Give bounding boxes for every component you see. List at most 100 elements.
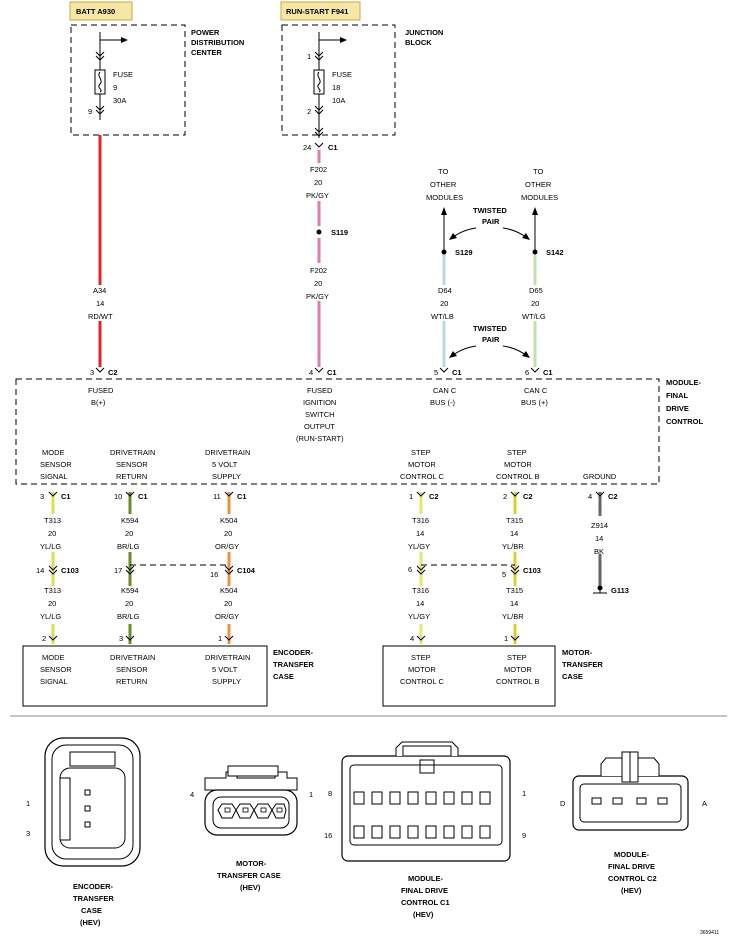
mot-step-c-3: CONTROL C [400,677,444,686]
pdc-title-1: POWER [191,28,220,37]
mot-step-b-1: STEP [507,653,527,662]
lc0-dest-pin: 2 [42,634,46,643]
in-can-minus-1: CAN C [433,386,457,395]
pdc-title-3: CENTER [191,48,222,57]
junction-bus-arrowhead [340,37,347,43]
lc1-lower-1: K594 [121,586,139,595]
lc1-lower-2: 20 [125,599,133,608]
junction-pin-top: 1 [307,52,311,61]
enc-return-2: SENSOR [116,665,148,674]
fuse-18-body [313,69,325,95]
to-other-right-2: OTHER [525,180,552,189]
encoder-title-3: CASE [273,672,294,681]
c2-3-pin: 3 [90,368,94,377]
figure-id: 3659411 [700,930,719,936]
dest-encoder-2 [48,635,58,641]
d65-label-2: 20 [531,299,539,308]
lc4-lower-1: T315 [506,586,523,595]
lc0-upper-bg [37,514,69,552]
lc2-lower-bg [213,586,245,624]
f202-lower-label-bg [303,263,335,301]
junction-chevron-top [314,51,324,61]
c2-3-conn: C2 [108,368,118,377]
fuse-9-label-2: 9 [113,83,117,92]
lc4-upper-2: 14 [510,529,518,538]
s129-up-arrowhead [441,207,447,215]
cv-encoder-title-2: TRANSFER [73,894,114,903]
cv-fdc-c2-pin-d: D [560,799,566,808]
mot-step-b-3: CONTROL B [496,677,539,686]
lc3-upper-bg [405,514,437,552]
in-can-minus-2: BUS (-) [430,398,456,407]
lc2-upper-bg [213,514,245,552]
cv-motor-title-2: TRANSFER CASE [217,871,281,880]
connector-c2-3 [95,367,105,373]
d65-label-3: WT/LG [522,312,546,321]
inline-c104-16 [224,565,234,575]
inline-c104-17 [125,565,135,575]
out-mode-1: MODE [42,448,65,457]
in-can-plus-2: BUS (+) [521,398,548,407]
cv-motor-title-1: MOTOR- [236,859,267,868]
run-start-label-box [280,1,361,21]
out-step-c-2: MOTOR [408,460,436,469]
lc2-lower-2: 20 [224,599,232,608]
in-ignition-1: FUSED [307,386,333,395]
lc3-lower-3: YL/GY [408,612,430,621]
to-other-right-3: MODULES [521,193,558,202]
lc0-upper-1: T313 [44,516,61,525]
lc2-upper-2: 20 [224,529,232,538]
lc2-inline-conn: C104 [237,566,256,575]
cv-encoder-pin-3: 3 [26,829,30,838]
lc1-lower-3: BR/LG [117,612,140,621]
ground-wire-bg [584,516,616,554]
connector-c1-11 [224,491,234,497]
in-ignition-4: OUTPUT [304,422,335,431]
fuse-9-label-3: 30A [113,96,126,105]
f202-lower-label-2: 20 [314,279,322,288]
lc4-lower-bg [499,586,531,624]
out-drv-5v-1: DRIVETRAIN [205,448,250,457]
out-drv-5v-2: 5 VOLT [212,460,238,469]
lc4-lower-2: 14 [510,599,518,608]
lc1-upper-bg [114,514,146,552]
in-can-plus-1: CAN C [524,386,548,395]
lc4-inline-conn: C103 [523,566,541,575]
pdc-title-2: DISTRIBUTION [191,38,244,47]
enc-return-1: DRIVETRAIN [110,653,155,662]
lc4-dest-pin: 1 [504,634,508,643]
cv-fdc-c2-title-1: MODULE- [614,850,649,859]
lc1-upper-2: 20 [125,529,133,538]
c1-5-pin: 5 [434,368,438,377]
connector-view-fdc-c1 [341,741,511,862]
to-other-left-1: TO [438,167,448,176]
dest-encoder-1 [224,635,234,641]
in-ignition-2: IGNITION [303,398,336,407]
connector-view-motor [204,765,298,836]
cv-fdc-c1-pin-8: 8 [328,789,332,798]
in-fused-b-1: FUSED [88,386,114,395]
batt-label-box [69,1,133,21]
cv-motor-title-3: (HEV) [240,883,261,892]
lc3-upper-2: 14 [416,529,424,538]
junction-chevron-bottom [314,105,324,115]
lc2-conn: C1 [237,492,247,501]
connector-c2-1 [416,491,426,497]
cv-fdc-c1-pin-1: 1 [522,789,526,798]
lc3-inline-pin: 6 [408,565,412,574]
out-drv-return-1: DRIVETRAIN [110,448,155,457]
out-step-c-3: CONTROL C [400,472,444,481]
fuse-18-label-1: FUSE [332,70,352,79]
lc4-upper-3: YL/BR [502,542,524,551]
lc4-conn: C2 [523,492,533,501]
out-step-b-2: MOTOR [504,460,532,469]
lc1-pin: 10 [114,492,122,501]
motor-title-2: TRANSFER [562,660,603,669]
twisted-pair-bottom-1: TWISTED [473,324,507,333]
s129-label: S129 [455,248,473,257]
ground-conn: C2 [608,492,618,501]
pdc-dashed-box [70,24,186,136]
s119-label: S119 [331,228,348,237]
mot-step-c-2: MOTOR [408,665,436,674]
cv-fdc-c1-title-4: (HEV) [413,910,434,919]
